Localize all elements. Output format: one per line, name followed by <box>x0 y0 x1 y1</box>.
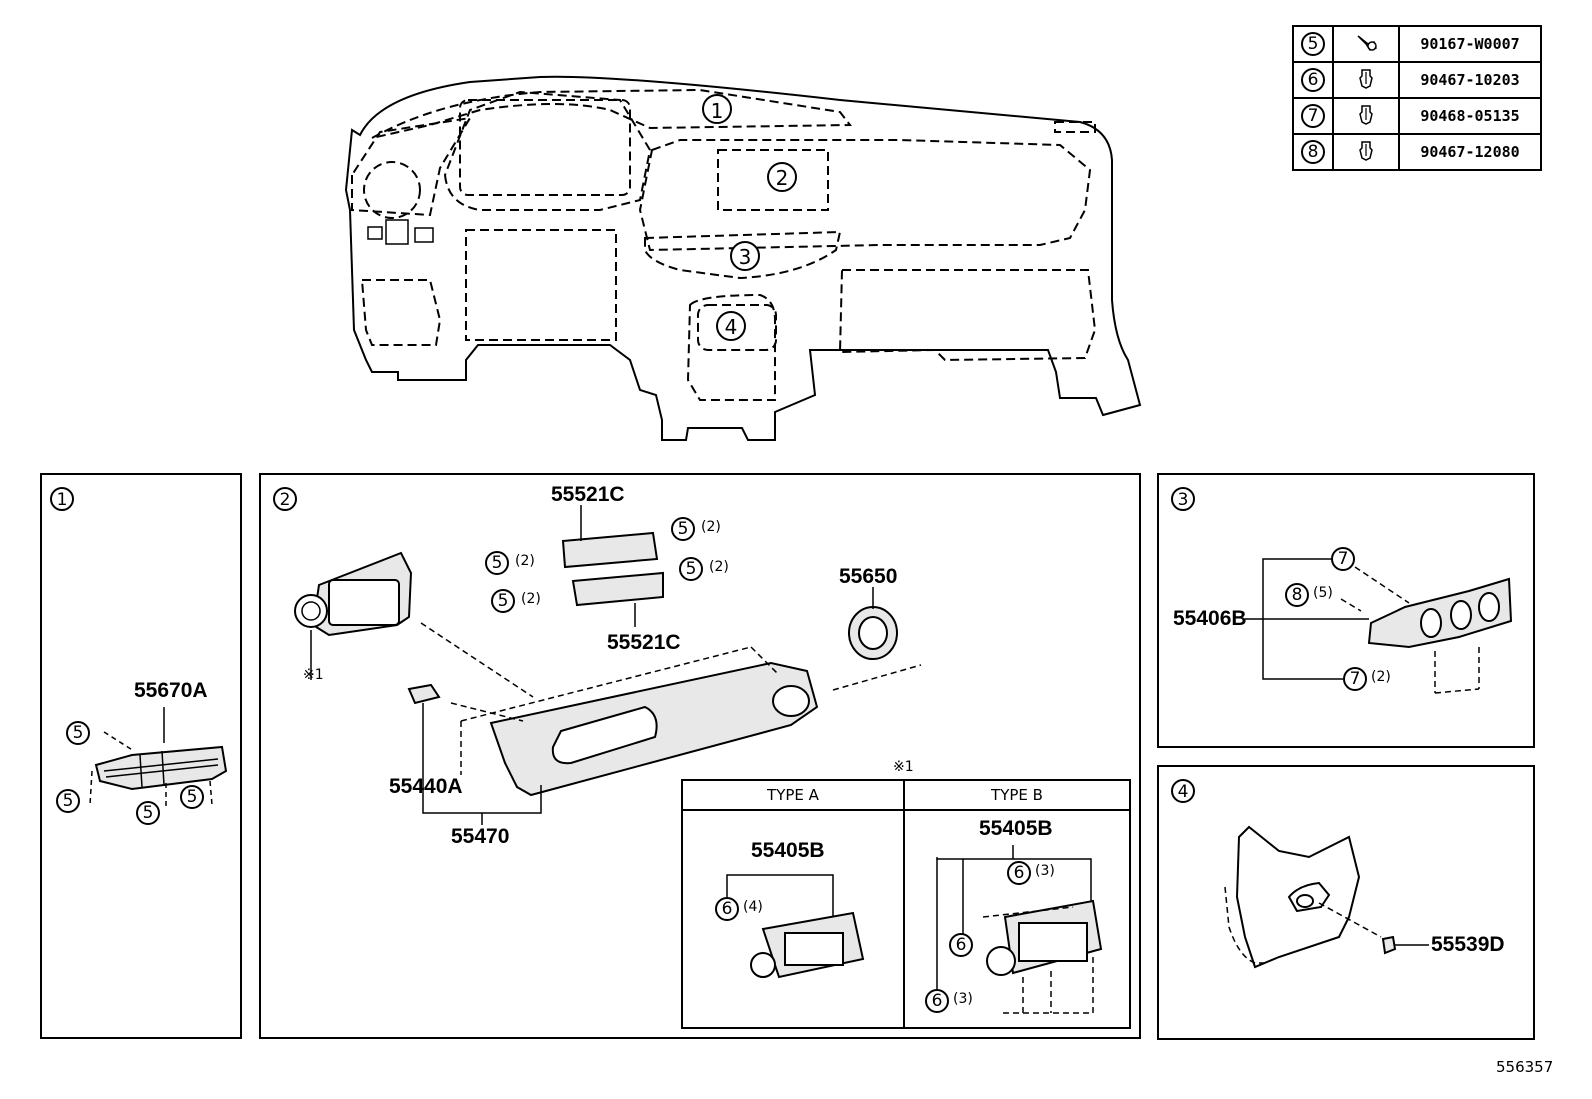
type-divider <box>903 811 905 1029</box>
type-a-qty: (4) <box>743 899 763 915</box>
ref-5-upper-right: 5 <box>671 517 695 541</box>
lower-panel-illustration <box>1245 558 1513 694</box>
ref-8: 8 <box>1285 583 1309 607</box>
overview-callout-4: 4 <box>716 311 746 341</box>
ref-5-lower-left: 5 <box>491 589 515 613</box>
clip-icon <box>1359 105 1373 125</box>
screw-icon <box>1357 35 1377 51</box>
fastener-icon-cell <box>1332 133 1400 171</box>
ref-5-d: 5 <box>180 785 204 809</box>
fastener-table: 5 90167-W0007 6 90467-10203 7 90468-05135 8 904… <box>1292 25 1542 171</box>
fastener-icon-cell <box>1332 97 1400 135</box>
fastener-part-number[interactable]: 90167-W0007 <box>1398 25 1542 63</box>
ref-7-bottom: 7 <box>1343 667 1367 691</box>
type-a-ref-6: 6 <box>715 897 739 921</box>
panel-1-index: 1 <box>50 487 74 511</box>
overview-callout-2: 2 <box>767 162 797 192</box>
fastener-ref: 6 <box>1301 68 1325 92</box>
panel-1: 1 55670A 5 5 5 5 <box>40 473 242 1039</box>
fastener-ref-cell: 6 <box>1292 61 1334 99</box>
ref-5-a: 5 <box>66 721 90 745</box>
fastener-icon-cell <box>1332 25 1400 63</box>
part-number-55670A[interactable]: 55670A <box>134 679 208 702</box>
side-register-illustration <box>89 707 228 807</box>
clip-icon <box>1359 69 1373 89</box>
part-number-55650[interactable]: 55650 <box>839 565 898 588</box>
part-number-55470[interactable]: 55470 <box>451 825 510 848</box>
panel-3-index: 3 <box>1171 487 1195 511</box>
fastener-row: 7 90468-05135 <box>1292 97 1542 135</box>
ref-5-b: 5 <box>56 789 80 813</box>
type-b-header: TYPE B <box>905 781 1129 811</box>
part-number-55521C-top[interactable]: 55521C <box>551 483 625 506</box>
type-a-header: TYPE A <box>683 781 905 811</box>
fastener-row: 5 90167-W0007 <box>1292 25 1542 63</box>
fastener-ref: 7 <box>1301 104 1325 128</box>
panel-2: 2 55521C 55521C 55650 5 5 <box>259 473 1141 1039</box>
fastener-part-number[interactable]: 90467-10203 <box>1398 61 1542 99</box>
type-b-ref-6-bottom: 6 <box>925 989 949 1013</box>
qty-upper-left: (2) <box>515 553 535 569</box>
qty-ref-8: (5) <box>1313 585 1333 601</box>
fastener-row: 8 90467-12080 <box>1292 133 1542 171</box>
panel-3-index-label: 3 <box>1177 490 1189 510</box>
panel-2-index-label: 2 <box>279 490 291 510</box>
type-b-ref-6-top: 6 <box>1007 861 1031 885</box>
illustration-id: 556357 <box>1496 1058 1554 1076</box>
fastener-ref-cell: 7 <box>1292 97 1334 135</box>
part-number-55440A[interactable]: 55440A <box>389 775 463 798</box>
qty-lower-right: (2) <box>709 559 729 575</box>
note-mark-1: ※1 <box>303 667 324 683</box>
overview-callout-3: 3 <box>730 241 760 271</box>
qty-ref-7: (2) <box>1371 669 1391 685</box>
panel-3: 3 55406B 7 8 (5) 7 (2) <box>1157 473 1535 748</box>
fastener-ref-cell: 8 <box>1292 133 1334 171</box>
panel-4-index: 4 <box>1171 779 1195 803</box>
part-number-55406B[interactable]: 55406B <box>1173 607 1247 630</box>
clip-icon <box>1359 141 1373 161</box>
subpanel-mark: ※1 <box>893 759 914 775</box>
ref-5-upper-left: 5 <box>485 551 509 575</box>
part-number-55521C-bottom[interactable]: 55521C <box>607 631 681 654</box>
type-variants-illustration <box>726 845 1103 1014</box>
fastener-ref: 5 <box>1301 32 1325 56</box>
fastener-part-number[interactable]: 90467-12080 <box>1398 133 1542 171</box>
type-b-qty-top: (3) <box>1035 863 1055 879</box>
center-panel-illustration <box>294 505 922 825</box>
part-number-55539D[interactable]: 55539D <box>1431 933 1505 956</box>
ref-5-lower-right: 5 <box>679 557 703 581</box>
panel-1-index-label: 1 <box>56 490 68 510</box>
panel-2-index: 2 <box>273 487 297 511</box>
console-illustration <box>1224 825 1429 969</box>
qty-lower-left: (2) <box>521 591 541 607</box>
ref-5-c: 5 <box>136 801 160 825</box>
overview-callout-3-label: 3 <box>738 245 752 269</box>
ref-7-top: 7 <box>1331 547 1355 571</box>
fastener-part-number[interactable]: 90468-05135 <box>1398 97 1542 135</box>
panel-4-index-label: 4 <box>1177 782 1189 802</box>
fastener-ref-cell: 5 <box>1292 25 1334 63</box>
fastener-icon-cell <box>1332 61 1400 99</box>
overview-callout-2-label: 2 <box>775 166 789 190</box>
qty-upper-right: (2) <box>701 519 721 535</box>
type-subpanel: TYPE A TYPE B 55405B 6 (4) 55405B <box>681 779 1131 1029</box>
type-b-part-number[interactable]: 55405B <box>979 817 1053 840</box>
type-a-part-number[interactable]: 55405B <box>751 839 825 862</box>
type-b-ref-6-middle: 6 <box>949 933 973 957</box>
panel-4: 4 55539D <box>1157 765 1535 1040</box>
fastener-row: 6 90467-10203 <box>1292 61 1542 99</box>
fastener-ref: 8 <box>1301 140 1325 164</box>
type-b-qty-bottom: (3) <box>953 991 973 1007</box>
overview-callout-4-label: 4 <box>724 315 738 339</box>
overview-callout-1-label: 1 <box>710 99 724 123</box>
overview-callout-1: 1 <box>702 94 732 124</box>
